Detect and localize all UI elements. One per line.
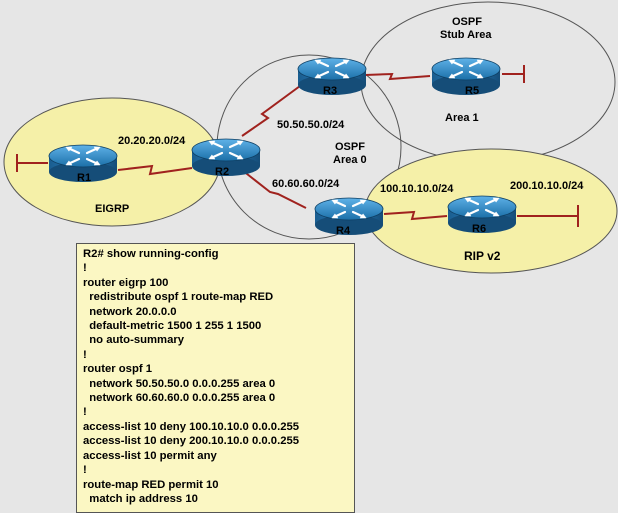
stub-label-line1: OSPF: [452, 16, 482, 28]
config-line: route-map RED permit 10: [83, 478, 219, 491]
router-label-r2: R2: [215, 166, 230, 178]
config-line: access-list 10 deny 100.10.10.0 0.0.0.25…: [83, 420, 300, 433]
config-line: R2# show running-config: [83, 248, 219, 260]
area1-label: Area 1: [445, 112, 479, 124]
config-line: !: [83, 262, 87, 275]
router-label-r5: R5: [465, 85, 480, 97]
running-config-box: R2# show running-config ! router eigrp 1…: [76, 243, 355, 513]
config-line: !: [83, 406, 87, 419]
config-line: network 50.50.50.0 0.0.0.255 area 0: [83, 377, 276, 390]
network-200-label: 200.10.10.0/24: [510, 180, 584, 192]
link-r1-r2: [117, 164, 193, 176]
config-line: default-metric 1500 1 255 1 1500: [83, 320, 262, 333]
config-line: router ospf 1: [83, 363, 153, 376]
router-label-r6: R6: [472, 223, 487, 235]
network-50-label: 50.50.50.0/24: [277, 119, 345, 131]
config-line: network 60.60.60.0 0.0.0.255 area 0: [83, 392, 276, 405]
stub-label-line2: Stub Area: [440, 29, 492, 41]
config-line: !: [83, 464, 87, 477]
router-label-r4: R4: [336, 225, 351, 237]
link-r2-r4: [241, 169, 307, 209]
config-line: !: [83, 348, 87, 361]
rip-label: RIP v2: [464, 249, 501, 263]
link-r2-r3: [241, 85, 301, 137]
network-100-label: 100.10.10.0/24: [380, 183, 454, 195]
router-label-r1: R1: [77, 172, 92, 184]
area0-label-line2: Area 0: [333, 154, 367, 166]
config-line: access-list 10 deny 200.10.10.0 0.0.0.25…: [83, 435, 300, 448]
link-r4-r6: [383, 210, 448, 221]
config-line: network 20.0.0.0: [83, 305, 177, 318]
network-60-label: 60.60.60.0/24: [272, 178, 340, 190]
config-line: router eigrp 100: [83, 276, 169, 289]
links: [16, 65, 579, 227]
router-label-r3: R3: [323, 85, 338, 97]
network-20-label: 20.20.20.0/24: [118, 135, 186, 147]
config-line: no auto-summary: [83, 334, 185, 347]
link-r3-r5: [364, 72, 431, 81]
area-eigrp-label: EIGRP: [95, 203, 130, 215]
config-line: match ip address 10: [83, 492, 198, 505]
area0-label-line1: OSPF: [335, 141, 365, 153]
config-line: redistribute ospf 1 route-map RED: [83, 291, 274, 304]
config-line: access-list 10 permit any: [83, 449, 217, 462]
